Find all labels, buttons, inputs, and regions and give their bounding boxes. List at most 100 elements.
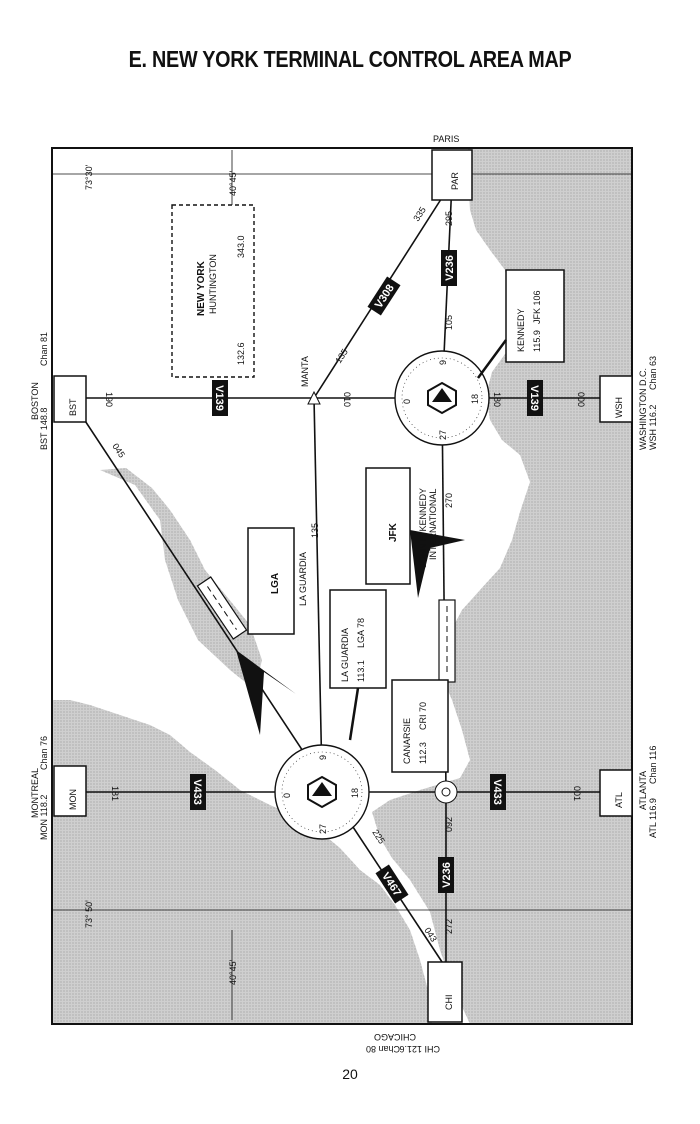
laguardia-freq: 113.1 [356,660,366,682]
boston-chan: Chan 81 [39,332,49,366]
radial-092: 092 [444,817,454,832]
airway-v236-top: V236 [441,250,457,286]
montreal-chan: Chan 76 [39,736,49,770]
lga-arrow-icon [236,650,296,735]
radial-295: 295 [444,211,454,226]
station-paris: PAR PARIS [431,134,473,201]
airway-v308: V308 [367,276,401,316]
jfk-name1: JOHN F. KENNEDY [418,488,428,568]
chicago-name: CHICAGO [374,1032,416,1042]
washington-code: WSH [614,397,624,418]
station-atlanta: ATL ATLANTA ATL 116.9 Chan 116 [599,746,658,838]
manta-label: MANTA [300,356,310,387]
radial-135-b: 135 [310,523,320,538]
airway-v433-right: V433 [490,774,506,810]
lga-compass-9: 9 [318,755,328,760]
paris-code: PAR [450,172,460,190]
lga-code: LGA [270,573,281,594]
atlanta-freq: ATL 116.9 [648,798,658,838]
jfk-compass-27: 27 [438,430,448,440]
map-frame [51,147,633,1025]
laguardia-name: LA GUARDIA [340,628,350,682]
lga-compass-rose: 0 9 18 27 [274,744,370,840]
station-boston: BST BOSTON BST 148.8 Chan 81 [30,332,87,450]
kennedy-id: JFK 106 [532,290,542,324]
chicago-code: CHI [444,995,454,1011]
jfk-compass-0: 0 [402,399,412,404]
boston-freq: BST 148.8 [39,408,49,450]
washington-chan: Chan 63 [648,356,658,390]
jfk-compass-9: 9 [438,360,448,365]
chicago-freq: CHI 121.6 [399,1044,440,1054]
radial-000: 000 [576,392,586,407]
lat-label-bottom: 40°45' [228,959,238,985]
svg-text:V139: V139 [213,385,225,411]
airway-v139-top: V139 [212,380,228,416]
washington-name: WASHINGTON D.C. [638,368,648,450]
lat-label-top: 40°45' [228,170,238,196]
radial-labels: 335 295 105 135 190 010 180 000 045 270 … [104,205,586,944]
jfk-airport-box: JFK JOHN F. KENNEDY INTERNATIONAL [365,467,438,585]
kennedy-name: KENNEDY [516,308,526,352]
lga-compass-0: 0 [282,793,292,798]
boston-name: BOSTON [30,382,40,420]
kennedy-info-box: KENNEDY 115.9 JFK 106 [476,269,565,379]
station-chicago: CHI CHICAGO CHI 121.6 Chan 80 [366,961,463,1054]
svg-text:V139: V139 [528,385,540,411]
ny-approach-sub: HUNTINGTON [208,254,218,314]
page-title: E. NEW YORK TERMINAL CONTROL AREA MAP [128,46,572,72]
page-number: 20 [342,1066,358,1082]
jfk-code: JFK [388,522,399,542]
airway-v236-bottom: V236 [438,857,454,893]
lga-compass-18: 18 [350,788,360,798]
svg-text:V433: V433 [191,779,203,805]
atlanta-code: ATL [614,792,624,808]
lon-label-top: 73°30' [84,164,94,190]
radial-010: 010 [342,392,352,407]
lga-compass-27: 27 [318,824,328,834]
ny-approach-freq1: 343.0 [236,235,246,258]
station-montreal: MON MONTREAL MON 118.2 Chan 76 [30,736,87,840]
boston-code: BST [68,398,78,416]
jfk-compass-rose: 0 9 18 27 [394,350,490,446]
atlanta-chan: Chan 116 [648,746,658,784]
radial-001: 001 [572,786,582,801]
radial-190: 190 [104,392,114,407]
canarsie-info-box: CANARSIE 112.3 CRI 70 [391,679,449,773]
montreal-name: MONTREAL [30,768,40,818]
montreal-code: MON [68,789,78,810]
radial-180: 180 [492,392,502,407]
airway-v139-bottom: V139 [527,380,543,416]
new-york-approach-box: NEW YORK HUNTINGTON 343.0 132.6 [171,204,255,378]
ny-approach-name: NEW YORK [196,260,207,316]
radial-270: 270 [444,493,454,508]
ny-approach-freq2: 132.6 [236,342,246,365]
airway-v433-left: V433 [190,774,206,810]
radial-105: 105 [444,315,454,330]
land-shading [52,148,632,1024]
radial-272: 272 [444,919,454,934]
kennedy-freq: 115.9 [532,330,542,352]
atlanta-name: ATLANTA [638,771,648,810]
jfk-arrow-icon [410,530,465,598]
lga-runway [196,576,248,640]
lga-name: LA GUARDIA [298,552,308,606]
paris-name: PARIS [433,134,459,144]
lga-airport-box: LGA LA GUARDIA [247,527,308,635]
lon-label-bottom: 73° 50' [84,900,94,928]
radial-181: 181 [110,786,120,801]
svg-text:V433: V433 [491,779,503,805]
montreal-freq: MON 118.2 [39,795,49,840]
svg-text:V236: V236 [444,255,456,281]
canarsie-name: CANARSIE [402,718,412,764]
svg-text:V236: V236 [441,862,453,888]
laguardia-id: LGA 78 [356,618,366,648]
manta-intersection-icon [307,390,321,405]
canarsie-id: CRI 70 [418,702,428,730]
laguardia-info-box: LA GUARDIA 113.1 LGA 78 [329,589,387,741]
chicago-chan: Chan 80 [366,1044,400,1054]
jfk-compass-18: 18 [470,394,480,404]
canarsie-vor-icon [434,780,458,804]
jfk-runway [438,599,456,683]
